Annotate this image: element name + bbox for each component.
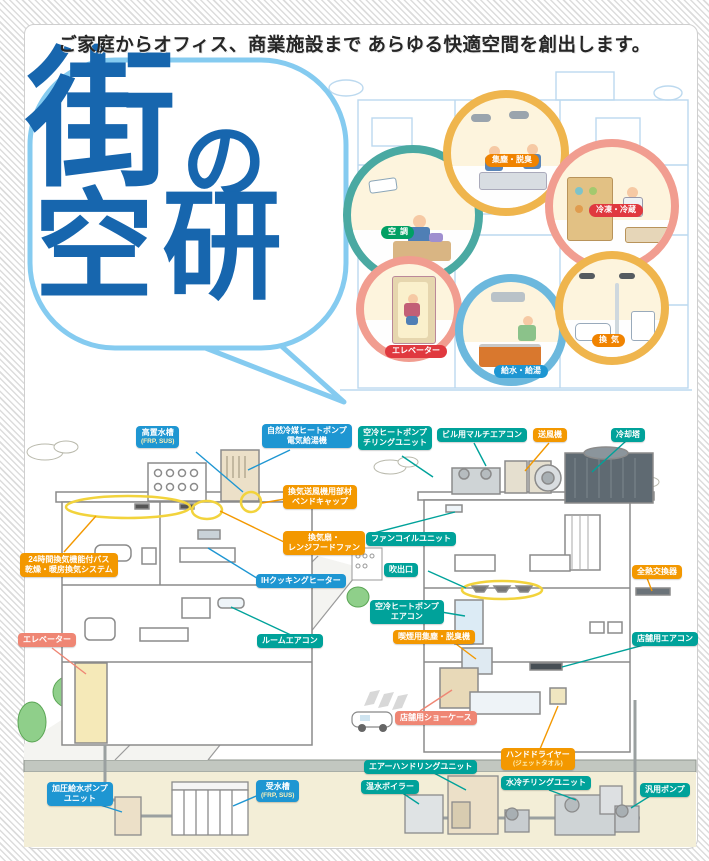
label-text: エアーハンドリングユニット xyxy=(369,762,473,771)
label-subtext: (FRP, SUS) xyxy=(261,792,295,799)
logo-machi: 街 xyxy=(26,34,177,208)
label-elevated-water-tank: 高置水槽(FRP, SUS) xyxy=(136,426,180,449)
ceiling-unit xyxy=(471,114,491,122)
label-air-outlet: 吹出口 xyxy=(384,563,418,577)
range-hood xyxy=(491,292,525,302)
shelf-item xyxy=(575,187,583,195)
label-text: ルームエアコン xyxy=(262,636,318,645)
label-building-multi-aircon: ビル用マルチエアコン xyxy=(437,428,527,442)
counter xyxy=(625,227,671,243)
label-subtext: (FRP, SUS) xyxy=(141,438,175,445)
label-text: IHクッキングヒーター xyxy=(261,576,341,585)
label-text: 高置水槽 xyxy=(141,428,174,437)
ceiling-unit xyxy=(509,111,529,119)
scene-pill-elevator: エレベーター xyxy=(385,345,447,358)
scene-circle-ventilation xyxy=(555,251,669,365)
person-skirt xyxy=(406,316,418,325)
wall-ac-unit xyxy=(368,177,398,194)
label-kitchen-fan: 換気扇・レンジフードファン xyxy=(283,531,365,555)
label-24h-bath-vent-system: 24時間換気機能付バス乾燥・暖房換気システム xyxy=(20,553,118,577)
label-subtext: (ジェットタオル) xyxy=(512,760,563,767)
label-fan-coil-unit: ファンコイルユニット xyxy=(366,532,456,546)
label-ih-cooking-heater: IHクッキングヒーター xyxy=(256,574,346,588)
header-tagline: ご家庭からオフィス、商業施設まで あらゆる快適空間を創出します。 xyxy=(58,34,651,55)
label-text: 換気送風機用部材 xyxy=(288,487,352,496)
label-hand-dryer: ハンドドライヤー(ジェットタオル) xyxy=(501,748,575,771)
scene-pill-freezing: 冷凍・冷蔵 xyxy=(589,204,643,217)
label-text: ユニット xyxy=(63,794,96,803)
label-text: 受水槽 xyxy=(265,782,290,791)
label-total-heat-exchanger: 全熱交換器 xyxy=(632,565,682,579)
label-text: 温水ボイラー xyxy=(366,782,414,791)
label-pressurized-water-pump-unit: 加圧給水ポンプユニット xyxy=(47,782,113,806)
scene-pill-water-supply: 給水・給湯 xyxy=(494,365,548,378)
partition-wall xyxy=(615,283,619,341)
label-smoking-dust-deodorizer: 喫煙用集塵・脱臭機 xyxy=(393,630,475,644)
label-text: 空冷ヒートポンプ xyxy=(363,428,427,437)
label-text: 店舗用エアコン xyxy=(637,634,693,643)
label-text: 水冷チリングユニット xyxy=(506,778,586,787)
label-text: ファンコイルユニット xyxy=(371,534,451,543)
label-shop-aircon: 店舗用エアコン xyxy=(632,632,698,646)
label-watercooled-chilling-unit: 水冷チリングユニット xyxy=(501,776,591,790)
label-fan: 送風機 xyxy=(533,428,567,442)
label-text: ビル用マルチエアコン xyxy=(442,430,522,439)
label-room-aircon: ルームエアコン xyxy=(257,634,323,648)
label-text: ベンドキャップ xyxy=(292,497,348,506)
label-text: 自然冷媒ヒートポンプ xyxy=(267,426,347,435)
label-hot-water-boiler: 温水ボイラー xyxy=(361,780,419,794)
label-receiving-tank: 受水槽(FRP, SUS) xyxy=(256,780,300,803)
label-text: 冷却塔 xyxy=(616,430,640,439)
label-text: エアコン xyxy=(390,612,423,621)
label-text: 全熱交換器 xyxy=(637,567,677,576)
person-body xyxy=(518,325,536,341)
label-text: 乾燥・暖房換気システム xyxy=(25,565,113,574)
label-aircooled-hp-chilling-unit: 空冷ヒートポンプチリングユニット xyxy=(358,426,432,450)
label-text: 汎用ポンプ xyxy=(645,785,685,794)
label-text: 喫煙用集塵・脱臭機 xyxy=(398,632,470,641)
shelf-item xyxy=(575,205,583,213)
label-text: 店舗用ショーケース xyxy=(400,713,472,722)
scene-pill-dust-deodorize: 集塵・脱臭 xyxy=(485,154,539,167)
logo-kuken: 空研 xyxy=(34,178,290,317)
label-text: チリングユニット xyxy=(363,438,427,447)
label-co2-heatpump-water-heater: 自然冷媒ヒートポンプ電気給湯機 xyxy=(262,424,352,448)
label-text: ハンドドライヤー xyxy=(506,750,570,759)
label-text: 換気扇・ xyxy=(308,533,340,542)
ceiling-fan xyxy=(619,273,635,279)
laptop xyxy=(429,233,443,242)
washing-machine xyxy=(631,311,655,341)
label-text: 24時間換気機能付バス xyxy=(28,555,110,564)
label-aircooled-hp-aircon: 空冷ヒートポンプエアコン xyxy=(370,600,444,624)
shelf-item xyxy=(589,187,597,195)
label-general-pump: 汎用ポンプ xyxy=(640,783,690,797)
label-shop-showcase: 店舗用ショーケース xyxy=(395,711,477,725)
label-text: 電気給湯機 xyxy=(286,436,327,445)
scene-pill-ventilation: 換気 xyxy=(592,334,625,347)
kitchen-counter xyxy=(479,344,541,367)
scene-pill-air-conditioning: 空調 xyxy=(381,226,414,239)
label-text: 加圧給水ポンプ xyxy=(52,784,108,793)
label-elevator: エレベーター xyxy=(18,633,76,647)
counter xyxy=(479,172,547,190)
label-vent-bend-cap: 換気送風機用部材ベンドキャップ xyxy=(283,485,357,509)
person-body xyxy=(404,303,420,317)
label-air-handling-unit: エアーハンドリングユニット xyxy=(364,760,478,774)
label-text: レンジフードファン xyxy=(288,543,360,552)
label-text: エレベーター xyxy=(23,635,71,644)
label-text: 空冷ヒートポンプ xyxy=(375,602,439,611)
label-text: 送風機 xyxy=(538,430,562,439)
label-cooling-tower: 冷却塔 xyxy=(611,428,645,442)
ceiling-fan xyxy=(579,273,595,279)
label-text: 吹出口 xyxy=(389,565,413,574)
